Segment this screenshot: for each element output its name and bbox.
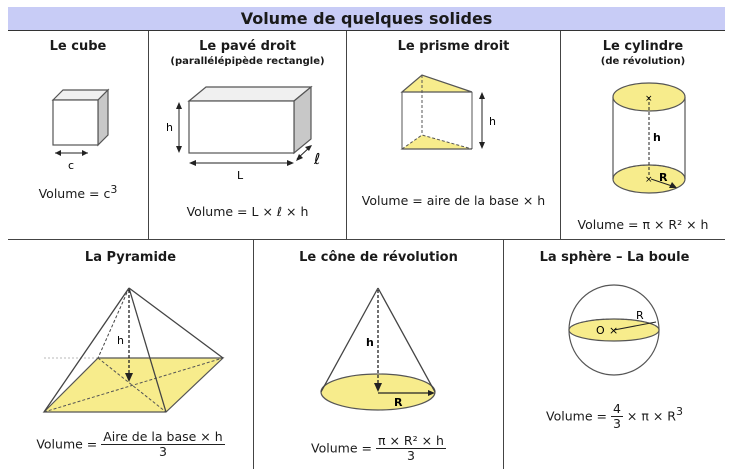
pyramide-formula-prefix: Volume = <box>36 436 98 452</box>
pave-dim-L: L <box>237 169 244 182</box>
pyramide-title: La Pyramide <box>84 250 177 265</box>
divider <box>253 239 254 469</box>
cone-fraction-den: 3 <box>406 448 415 464</box>
prisme-title: Le prisme droit <box>397 39 510 54</box>
cube-title: Le cube <box>49 39 107 54</box>
cone-title: Le cône de révolution <box>299 250 458 265</box>
divider <box>346 31 347 239</box>
cone-formula-prefix: Volume = <box>311 440 372 456</box>
cylindre-cell: Le cylindre (de révolution) × × h R Volu… <box>561 31 725 239</box>
divider <box>8 239 725 240</box>
svg-text:×: × <box>645 94 653 104</box>
cone-fraction: π × R² × h 3 <box>375 433 446 464</box>
pave-dim-l: ℓ <box>313 150 320 168</box>
sheet-title: Volume de quelques solides <box>8 7 725 31</box>
cylindre-figure: × × h R <box>612 82 686 194</box>
sphere-formula: Volume = 4 3 × π × R3 <box>504 401 725 432</box>
prisme-figure: h <box>400 74 496 150</box>
pyramide-fraction-den: 3 <box>158 444 167 460</box>
sphere-dim-R: R <box>636 309 644 322</box>
sphere-fraction-den: 3 <box>612 416 621 432</box>
cube-formula: Volume = c3 <box>8 183 148 201</box>
cylindre-formula: Volume = π × R² × h <box>577 217 709 232</box>
cylindre-subtitle: (de révolution) <box>600 56 686 67</box>
cone-dim-h: h <box>366 336 374 349</box>
sphere-dim-O: O <box>596 324 605 337</box>
svg-text:×: × <box>645 175 653 185</box>
pave-figure: h L ℓ <box>166 85 320 182</box>
cone-formula: Volume = π × R² × h 3 <box>254 433 503 464</box>
cylindre-title: Le cylindre <box>602 39 684 54</box>
prisme-formula: Volume = aire de la base × h <box>361 193 546 208</box>
cube-figure: c <box>51 88 110 172</box>
pave-title: Le pavé droit <box>199 39 296 54</box>
cone-dim-R: R <box>394 396 403 409</box>
cylindre-dim-h: h <box>653 131 661 144</box>
sphere-formula-suffix: × π × R <box>626 408 676 424</box>
cube-cell: Le cube c Volume = c3 <box>8 31 148 239</box>
cylindre-dim-R: R <box>659 171 668 184</box>
pyramide-dim-h: h <box>117 334 124 347</box>
cone-cell: Le cône de révolution h R Volume = π × R… <box>254 240 503 469</box>
sphere-title: La sphère – La boule <box>539 250 690 265</box>
pyramide-cell: La Pyramide h Volume = Aire de la base ×… <box>8 240 253 469</box>
prisme-cell: Le prisme droit h Volume = aire de la ba… <box>347 31 560 239</box>
divider <box>560 31 561 239</box>
pave-formula: Volume = L × ℓ × h <box>186 204 309 219</box>
pyramide-figure: h <box>42 287 225 413</box>
sphere-cell: La sphère – La boule × O R Volume = 4 3 … <box>504 240 725 469</box>
divider <box>503 239 504 469</box>
pave-dim-h: h <box>166 121 173 134</box>
pyramide-formula: Volume = Aire de la base × h 3 <box>8 429 253 460</box>
sphere-formula-exp: 3 <box>675 405 683 419</box>
cube-formula-exp: 3 <box>110 183 118 196</box>
svg-text:×: × <box>609 324 618 337</box>
sphere-fraction-num: 4 <box>610 401 623 418</box>
divider <box>148 31 149 239</box>
cube-formula-text: Volume = c <box>38 186 111 202</box>
sphere-formula-prefix: Volume = <box>546 408 607 424</box>
pyramide-fraction-num: Aire de la base × h <box>101 429 225 446</box>
sphere-fraction: 4 3 <box>610 401 623 432</box>
cone-fraction-num: π × R² × h <box>375 433 446 450</box>
cube-dim-c: c <box>68 159 74 172</box>
pave-cell: Le pavé droit (parallélépipède rectangle… <box>149 31 346 239</box>
sphere-figure: × O R <box>568 284 660 376</box>
cone-figure: h R <box>320 287 436 411</box>
pyramide-fraction: Aire de la base × h 3 <box>101 429 225 460</box>
pave-subtitle: (parallélépipède rectangle) <box>170 56 325 67</box>
prisme-dim-h: h <box>489 115 496 128</box>
